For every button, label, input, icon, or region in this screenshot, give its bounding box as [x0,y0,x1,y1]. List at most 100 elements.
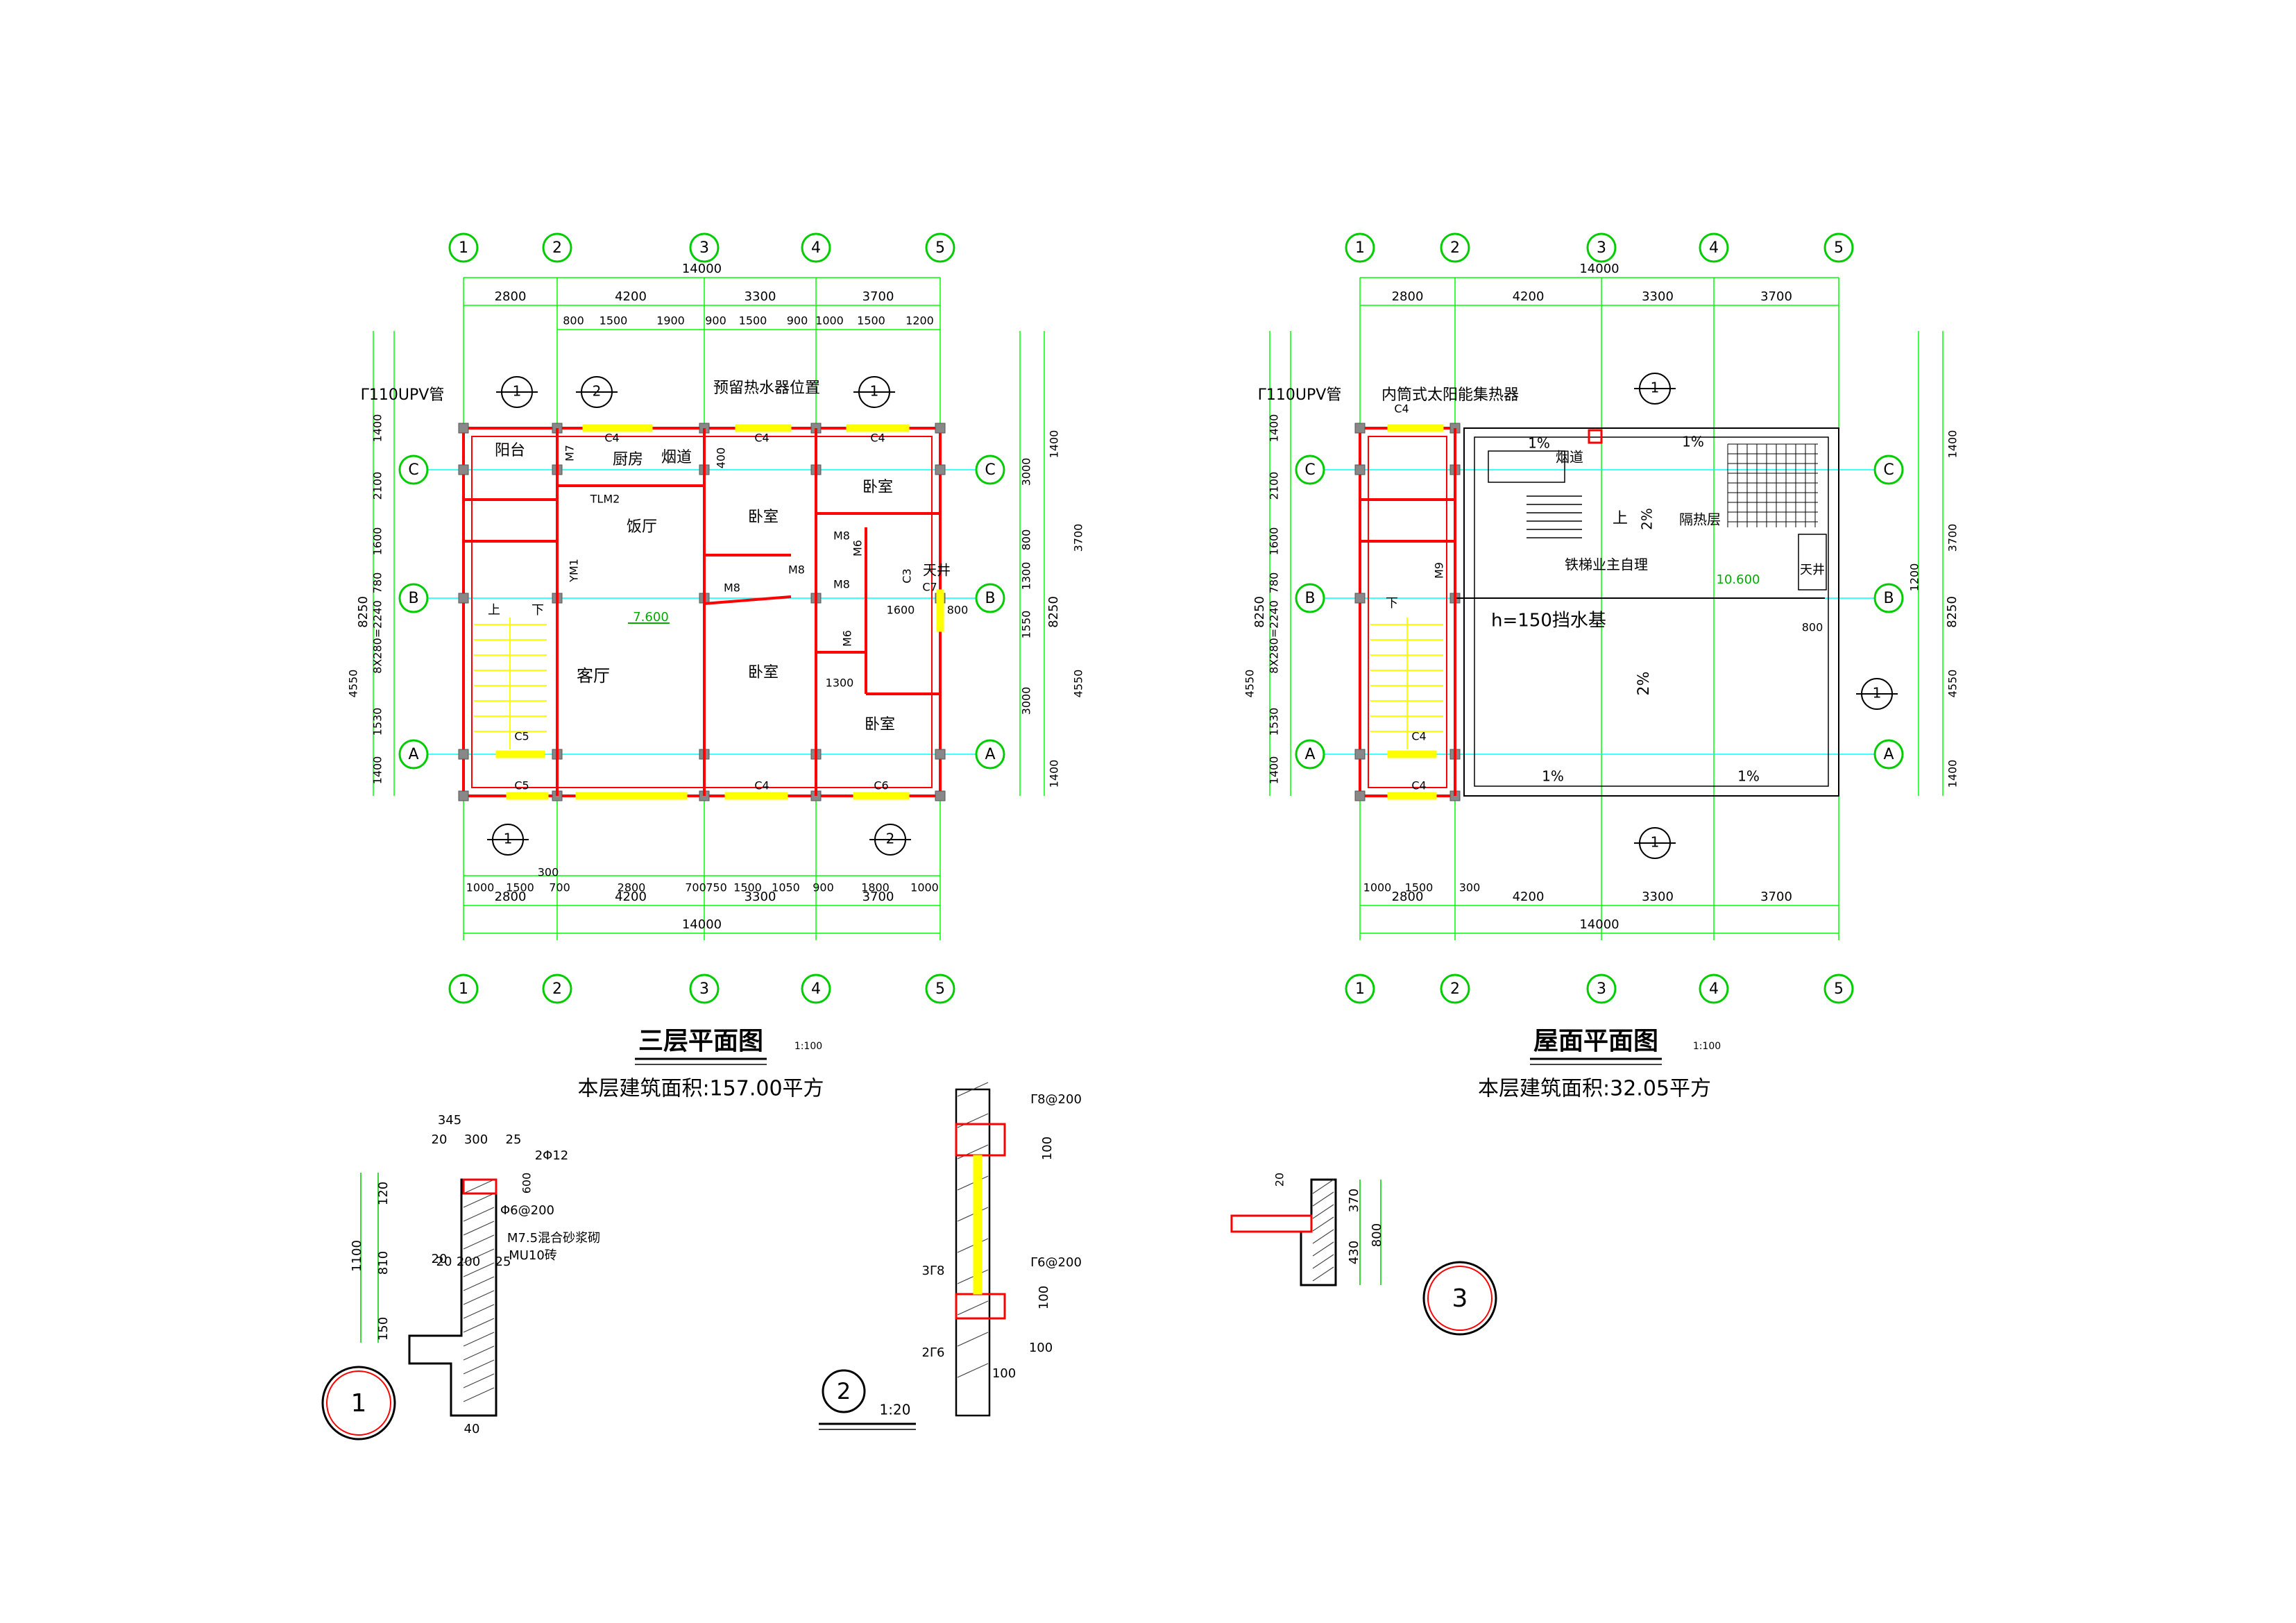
left-axis-bubble-bottom-1 [448,974,479,1004]
dim-bottom-bay: 4200 [615,890,647,904]
detail-1-dim: 1100 [350,1240,364,1272]
label-flue: 烟道 [1556,449,1583,466]
hatch [957,1082,989,1097]
column [1354,593,1366,604]
right-axis-bubble-bottom-4 [1699,974,1729,1004]
label-upv-pipe: Γ110UPV管 [1258,386,1342,404]
room-bedroom-4: 卧室 [865,716,895,733]
detail-1-dim: 300 [464,1132,488,1147]
dim-left: 8X280=2240 [371,600,384,674]
detail-1-dim: 20 [436,1255,452,1269]
hatch [463,1373,495,1388]
section-mark-label: 1 [513,383,522,400]
window [936,589,944,632]
left-axis-bubble-right-0-label: C [985,461,995,479]
window [575,792,688,800]
right-axis-bubble-bottom-5 [1823,974,1854,1004]
dim-top-sub: 1200 [905,314,934,328]
window [1387,424,1444,432]
dim-bottom-sub: 300 [1459,881,1481,894]
hatch [1312,1216,1334,1232]
hatch [463,1304,495,1319]
room-bedroom-1: 卧室 [748,509,779,526]
window [853,792,910,800]
room-patio: 天井 [1800,563,1825,577]
dim-right: 800 [1020,529,1033,551]
dim-bottom-sub: 900 [813,881,834,894]
hatch [957,1175,989,1191]
hatch [463,1290,495,1305]
right-axis-bubble-top-5 [1823,232,1854,263]
dim-top-bay: 3300 [745,289,776,304]
left-axis-bubble-top-1-label: 1 [459,239,468,257]
patio-box [1798,534,1827,590]
left-axis-bubble-top-3-label: 3 [699,239,709,257]
dim-right: 1400 [1946,430,1959,459]
detail-3-dim: 20 [1273,1173,1286,1187]
slope-5: 1% [1542,768,1564,785]
label-c4c: C4 [870,432,885,445]
detail-1-note-brick: MU10砖 [509,1248,557,1263]
hatch [957,1238,989,1253]
label-d1300: 1300 [826,677,854,690]
dim-bottom-bay: 2800 [495,890,527,904]
label-c4b: C4 [754,432,769,445]
label-ym1: YM1 [568,559,581,583]
left-axis-bubble-top-4-label: 4 [811,239,821,257]
detail-2-window [973,1155,983,1295]
right-axis-bubble-right-2-label: A [1883,746,1894,763]
dim-left: 1400 [1268,414,1281,443]
dim-bottom-sub: 1000 [1363,881,1392,894]
dim-right: 1400 [1946,760,1959,788]
hatch [463,1234,495,1250]
left-axis-bubble-right-1-label: B [985,590,995,607]
detail-2-number: 2 [837,1378,851,1404]
right-axis-bubble-bottom-1 [1345,974,1375,1004]
column [935,749,946,760]
dim-bottom-total: 14000 [1579,917,1619,932]
left-axis-bubble-left-2-label: A [408,746,418,763]
left-plan-area: 本层建筑面积:157.00平方 [577,1077,824,1101]
label-c4: C4 [1394,402,1409,416]
dim-bottom-sub: 750 [706,881,727,894]
column [458,790,469,801]
dim-bottom-bay: 3700 [862,890,894,904]
label-m6a: M6 [851,540,865,556]
right-axis-bubble-right-0 [1873,454,1904,485]
label-water-heater: 预留热水器位置 [713,380,820,397]
detail-1-rebar: Φ6@200 [500,1203,554,1218]
dim-top-bay: 4200 [615,289,647,304]
dim-top-sub: 800 [563,314,584,328]
detail-1-number: 1 [351,1389,367,1418]
detail-2-label: Γ6@200 [1030,1255,1082,1270]
column [458,593,469,604]
dim-top-sub: 1500 [599,314,628,328]
detail-2-label: 2Γ6 [922,1345,945,1360]
dim-left: 2100 [1268,472,1281,500]
right-axis-bubble-top-3-label: 3 [1597,239,1606,257]
dim-right: 3000 [1020,687,1033,715]
stair-down-label: 下 [1386,596,1398,611]
dim-top-bay: 2800 [1392,289,1424,304]
flue-mark [1588,429,1603,444]
right-axis-bubble-bottom-3 [1586,974,1617,1004]
left-axis-bubble-left-1 [398,583,429,613]
dim-bottom-total: 14000 [682,917,722,932]
dim-left-total: 8250 [1252,596,1267,628]
column [935,423,946,434]
hatch [463,1345,495,1361]
right-plan-scale: 1:100 [1693,1041,1721,1052]
section-mark-label: 1 [504,831,513,847]
dim-bottom-bay: 3300 [1642,890,1674,904]
dim-bottom-sub: 700 [685,881,706,894]
left-plan-title: 三层平面图 [638,1027,763,1055]
label-m8d: M8 [833,578,850,591]
detail-2-label: 100 [992,1366,1016,1381]
stair-up-label: 上 [1613,510,1628,527]
right-axis-bubble-right-2 [1873,739,1904,770]
dim-top-total: 14000 [1579,262,1619,276]
hatch [957,1207,989,1222]
dim-right: 4550 [1946,670,1959,698]
